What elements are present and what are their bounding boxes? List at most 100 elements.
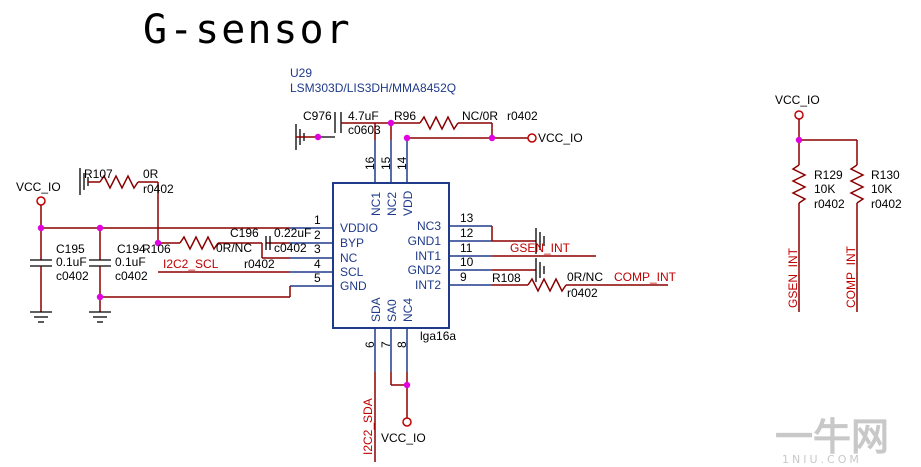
pin-number-4: 4 — [314, 257, 321, 271]
r130-package: r0402 — [871, 197, 902, 211]
watermark-logo: 一牛网 — [775, 415, 889, 459]
pin-number-1: 1 — [314, 213, 321, 227]
pin-name-nc4: NC4 — [401, 298, 415, 322]
junction — [387, 119, 395, 127]
r106-ref: R106 — [142, 242, 171, 256]
gsen-int-label-pullup: GSEN_INT — [786, 247, 800, 308]
r107-value: 0R — [143, 167, 159, 181]
c976-ref: C976 — [303, 109, 332, 123]
pin-number-2: 2 — [314, 228, 321, 242]
pin-number-13: 13 — [460, 211, 474, 225]
left-pin-stubs — [290, 227, 333, 287]
pin-name-nc: NC — [340, 251, 358, 265]
c196-package: c0402 — [274, 241, 307, 255]
r106-package: r0402 — [244, 257, 275, 271]
vcc-io-terminal-left — [36, 196, 46, 206]
junction — [96, 224, 104, 232]
pin-number-6: 6 — [363, 341, 377, 348]
i2c2-sda-label: I2C2_SDA — [361, 398, 375, 455]
junction — [314, 133, 322, 141]
junction — [37, 224, 45, 232]
c194-value: 0.1uF — [115, 255, 146, 269]
pin-name-int2: INT2 — [415, 278, 441, 292]
pin-number-11: 11 — [460, 241, 473, 255]
c194-ref: C194 — [117, 242, 146, 256]
pin-name-sa0: SA0 — [385, 299, 399, 322]
chip-part: LSM303D/LIS3DH/MMA8452Q — [290, 81, 456, 95]
r130-ref: R130 — [871, 168, 900, 182]
junction — [403, 134, 411, 142]
pin-name-int1: INT1 — [415, 249, 441, 263]
r130-value: 10K — [871, 182, 892, 196]
pin-name-sda: SDA — [369, 297, 383, 322]
c196-ref: C196 — [230, 226, 259, 240]
pin-name-gnd2: GND2 — [408, 263, 442, 277]
c195-package: c0402 — [56, 269, 89, 283]
vcc-io-terminal-bottom — [402, 417, 412, 427]
junction — [96, 293, 104, 301]
vcc-io-terminal-right — [794, 110, 804, 120]
r107-ref: R107 — [84, 167, 113, 181]
chip-package: lga16a — [420, 329, 456, 343]
pin-number-3: 3 — [314, 242, 321, 256]
r108-ref: R108 — [492, 271, 521, 285]
pin-name-nc2: NC2 — [385, 192, 399, 216]
pin-number-12: 12 — [460, 226, 474, 240]
gsen-int-label: GSEN_INT — [510, 241, 571, 255]
vcc-io-label-bottom: VCC_IO — [381, 431, 426, 445]
c195-ref: C195 — [56, 242, 85, 256]
pin-number-7: 7 — [379, 341, 393, 348]
vcc-io-label-right: VCC_IO — [775, 93, 820, 107]
r108-package: r0402 — [567, 286, 598, 300]
pin-number-14: 14 — [395, 156, 409, 170]
pullup-network — [791, 110, 865, 312]
pin-name-vddio: VDDIO — [340, 221, 378, 235]
c976-value: 4.7uF — [348, 109, 379, 123]
pin-name-gnd1: GND1 — [408, 234, 442, 248]
pin-name-byp: BYP — [340, 236, 364, 250]
c976-package: c0603 — [348, 123, 381, 137]
junction — [795, 136, 803, 144]
pin-number-10: 10 — [460, 255, 474, 269]
r96-ref: R96 — [394, 109, 416, 123]
r108-value: 0R/NC — [567, 270, 603, 284]
chip-ref: U29 — [290, 66, 312, 80]
junction — [403, 381, 411, 389]
junction — [154, 239, 162, 247]
chip-body — [332, 182, 450, 329]
comp-int-label: COMP_INT — [614, 270, 677, 284]
comp-int-label-pullup: COMP_INT — [844, 245, 858, 308]
pin-number-9: 9 — [460, 270, 467, 284]
junction — [488, 134, 496, 142]
vcc-io-label-left: VCC_IO — [16, 180, 61, 194]
r106-value: 0R/NC — [216, 241, 252, 255]
top-bottom-stubs — [374, 140, 408, 372]
pin-name-nc1: NC1 — [369, 192, 383, 216]
c196-value: 0.22uF — [274, 226, 311, 240]
pin-name-nc3: NC3 — [417, 219, 441, 233]
right-network — [491, 226, 668, 293]
pin-number-15: 15 — [379, 156, 393, 170]
c194-package: c0402 — [115, 269, 148, 283]
pin-number-16: 16 — [363, 156, 377, 170]
pin-number-8: 8 — [395, 341, 409, 348]
r129-ref: R129 — [814, 168, 843, 182]
r107-package: r0402 — [143, 182, 174, 196]
right-pin-stubs — [449, 225, 492, 286]
left-network — [30, 168, 291, 323]
r96-value: NC/0R — [462, 109, 498, 123]
vcc-io-label-top: VCC_IO — [538, 131, 583, 145]
pin-name-gnd: GND — [340, 279, 367, 293]
pin-name-vdd: VDD — [401, 190, 415, 216]
watermark-text: 1NIU.COM — [782, 453, 862, 466]
c195-value: 0.1uF — [56, 255, 87, 269]
pin-name-scl: SCL — [340, 265, 364, 279]
r96-package: r0402 — [507, 109, 538, 123]
i2c2-scl-label: I2C2_SCL — [163, 257, 219, 271]
vcc-io-terminal-top — [527, 133, 537, 143]
r129-value: 10K — [814, 182, 835, 196]
pin-number-5: 5 — [314, 271, 321, 285]
schematic-title: G-sensor — [143, 7, 352, 53]
r129-package: r0402 — [814, 197, 845, 211]
